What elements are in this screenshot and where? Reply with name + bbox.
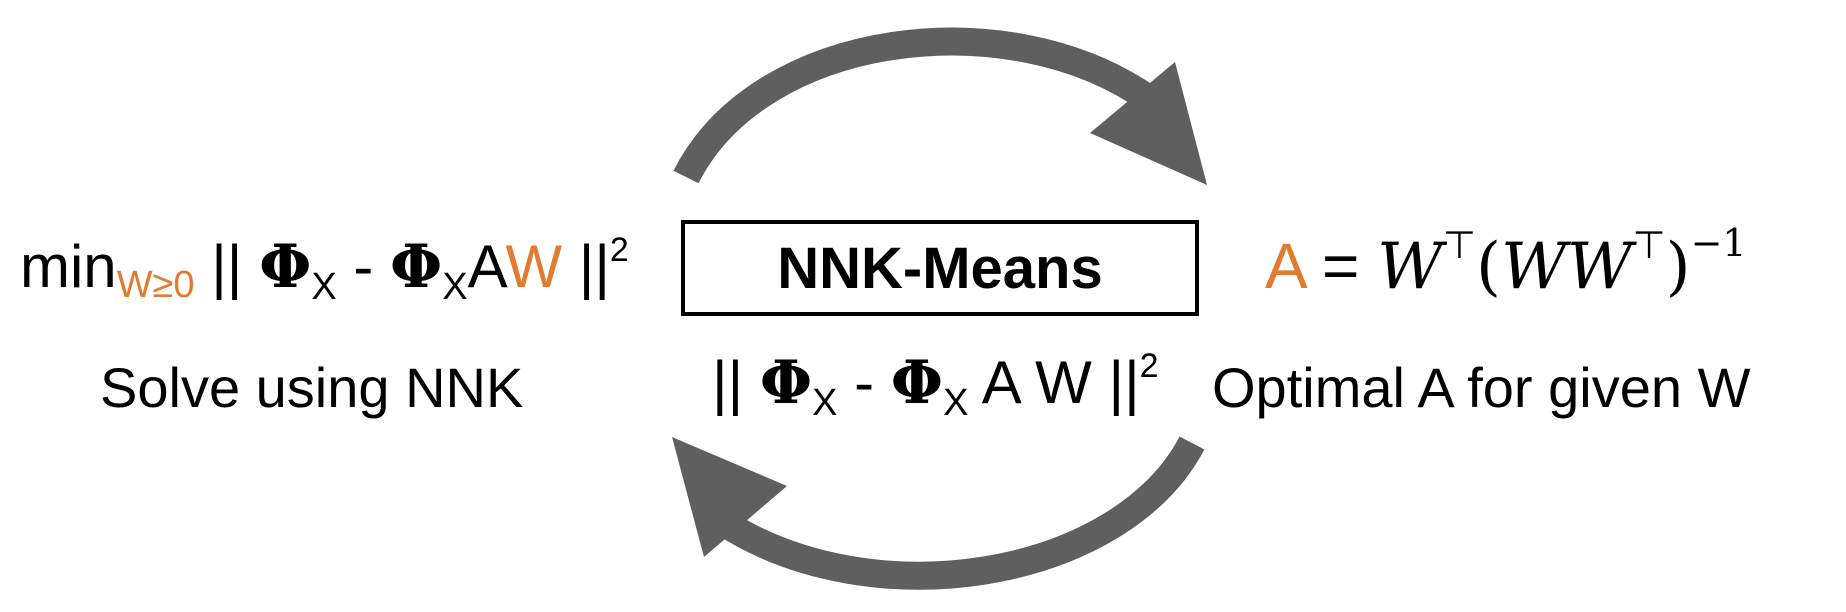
w-matrix: W xyxy=(1035,349,1092,416)
w-matrix: W xyxy=(505,233,563,300)
phi-symbol: Φ xyxy=(890,348,944,418)
min-operator: min xyxy=(20,233,117,300)
bottom-arrowhead xyxy=(672,437,787,557)
phi-subscript: X xyxy=(943,382,969,424)
curved-arrow-left-icon xyxy=(712,436,1205,590)
a-matrix: A xyxy=(467,233,506,300)
w-matrix: W xyxy=(1377,230,1443,304)
inverse-exponent: −1 xyxy=(1690,221,1747,265)
norm-close: || xyxy=(578,233,610,300)
a-matrix: A xyxy=(1265,230,1305,302)
nnk-means-box: NNK-Means xyxy=(681,220,1199,316)
phi-subscript: X xyxy=(311,266,337,308)
phi-symbol: Φ xyxy=(390,232,443,302)
shared-objective: || ΦX - ΦX A W ||2 xyxy=(712,348,1159,438)
minus-sign: - xyxy=(353,233,374,300)
phi-subscript: X xyxy=(442,266,468,308)
open-paren: ( xyxy=(1475,230,1501,304)
phi-subscript: X xyxy=(812,382,838,424)
top-arrowhead xyxy=(1090,62,1207,185)
transpose-symbol: ⊤ xyxy=(1442,225,1476,267)
a-matrix: A xyxy=(981,349,1019,416)
left-caption: Solve using NNK xyxy=(100,356,524,419)
close-paren: ) xyxy=(1665,230,1691,304)
phi-symbol: Φ xyxy=(259,232,312,302)
norm-power: 2 xyxy=(1139,347,1159,385)
norm-close: || xyxy=(1108,349,1140,416)
transpose-symbol: ⊤ xyxy=(1632,225,1666,267)
minus-sign: - xyxy=(854,349,875,416)
ww-product: WW xyxy=(1500,230,1633,304)
norm-open: || xyxy=(211,233,243,300)
a-update-formula: A = W⊤(WW⊤)−1 xyxy=(1265,224,1747,305)
w-update-objective: minW≥0 || ΦX - ΦXAW ||2 xyxy=(20,232,629,322)
norm-power: 2 xyxy=(609,231,629,269)
phi-symbol: Φ xyxy=(759,348,813,418)
curved-arrow-right-icon xyxy=(673,27,1159,184)
equals-sign: = xyxy=(1321,230,1360,302)
nnk-means-label: NNK-Means xyxy=(777,235,1103,301)
nonnegativity-constraint: W≥0 xyxy=(116,264,195,306)
right-caption: Optimal A for given W xyxy=(1212,356,1751,419)
norm-open: || xyxy=(712,349,744,416)
